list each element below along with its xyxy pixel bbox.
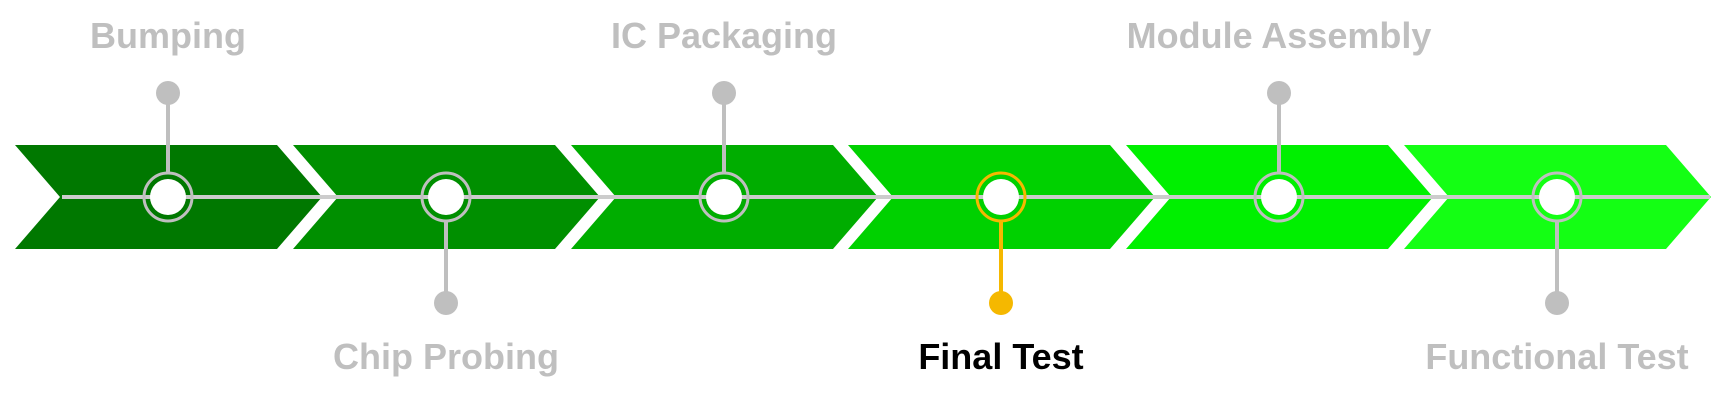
node-ring [420, 171, 472, 223]
node-ring [142, 171, 194, 223]
node-ring [975, 171, 1027, 223]
step-label: Final Test [918, 336, 1083, 377]
step-label: Chip Probing [333, 336, 559, 377]
node-marker [1539, 179, 1575, 215]
node-marker [428, 179, 464, 215]
node-ring [1253, 171, 1305, 223]
node-marker [983, 179, 1019, 215]
node-marker [706, 179, 742, 215]
connector-dot [434, 291, 458, 315]
node-marker [1261, 179, 1297, 215]
step-label: IC Packaging [611, 15, 837, 56]
node-marker [150, 179, 186, 215]
connector-dot [1545, 291, 1569, 315]
step-label: Module Assembly [1127, 15, 1432, 56]
node-ring [698, 171, 750, 223]
step-label: Functional Test [1425, 336, 1688, 377]
connector-dot [712, 81, 736, 105]
connector-dot [989, 291, 1013, 315]
step-label: Bumping [90, 15, 246, 56]
connector-dot [156, 81, 180, 105]
connector-dot [1267, 81, 1291, 105]
node-ring [1531, 171, 1583, 223]
